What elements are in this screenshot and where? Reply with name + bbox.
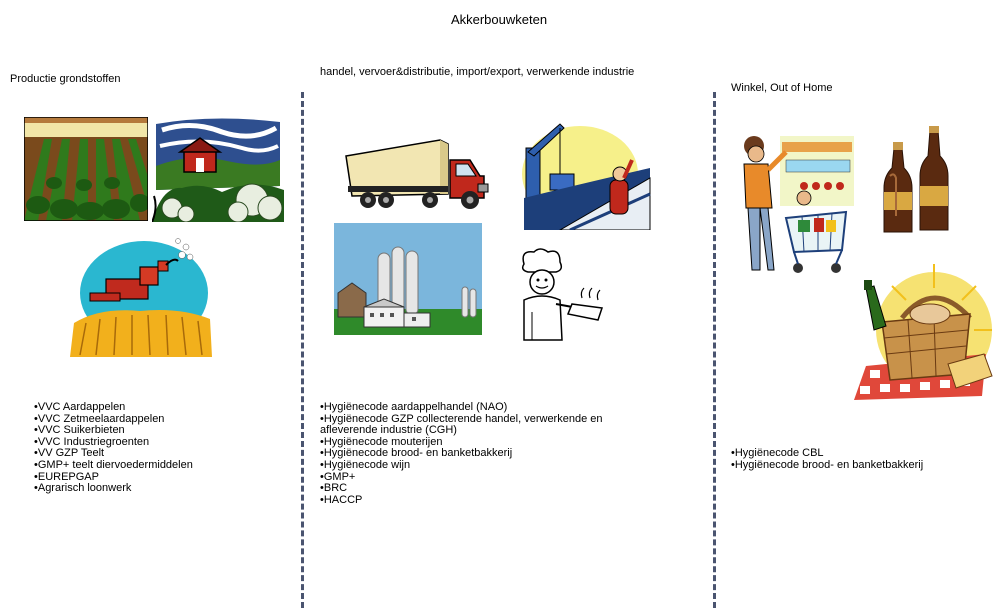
trade-standards-list: •Hygiënecode aardappelhandel (NAO) •Hygi… — [320, 401, 603, 506]
diagram-title: Akkerbouwketen — [450, 12, 548, 27]
retail-standards-list: •Hygiënecode CBL •Hygiënecode brood- en … — [731, 447, 924, 471]
column-divider-left — [301, 92, 304, 608]
beer-bottles-icon — [882, 126, 952, 238]
crop-field-icon — [24, 117, 148, 221]
production-standards-list: •VVC Aardappelen •VVC Zetmeelaardappelen… — [34, 401, 193, 495]
list-item: •GMP+ — [320, 470, 356, 483]
list-item: •VVC Industriegroenten — [34, 435, 150, 448]
list-item: •VVC Suikerbieten — [34, 424, 125, 437]
list-item: •HACCP — [320, 493, 363, 506]
column-heading-trade: handel, vervoer&distributie, import/expo… — [320, 66, 635, 78]
list-item: •Agrarisch loonwerk — [34, 482, 132, 495]
list-item: •VV GZP Teelt — [34, 447, 105, 460]
list-item: •Hygiënecode wijn — [320, 458, 411, 471]
farmhouse-icon — [152, 116, 284, 222]
list-item: •EUREPGAP — [34, 470, 99, 483]
column-divider-right — [713, 92, 716, 608]
list-item: •Hygiënecode aardappelhandel (NAO) — [320, 401, 508, 413]
list-item: •Hygiënecode CBL — [731, 447, 824, 459]
factory-silos-icon — [334, 223, 482, 335]
list-item: •Hygiënecode brood- en banketbakkerij — [731, 458, 924, 471]
shopper-cart-icon — [738, 134, 856, 280]
truck-icon — [338, 136, 494, 212]
picnic-basket-icon — [846, 258, 994, 400]
list-item: afleverende industrie (CGH) — [320, 424, 457, 437]
list-item: •VVC Zetmeelaardappelen — [34, 412, 165, 425]
list-item: •GMP+ teelt diervoedermiddelen — [34, 458, 193, 471]
list-item: •Hygiënecode brood- en banketbakkerij — [320, 447, 513, 460]
column-heading-retail: Winkel, Out of Home — [731, 82, 833, 94]
list-item: •Hygiënecode GZP collecterende handel, v… — [320, 412, 603, 425]
list-item: •BRC — [320, 482, 348, 495]
list-item: •Hygiënecode mouterijen — [320, 435, 443, 448]
list-item: •VVC Aardappelen — [34, 401, 126, 413]
cargo-ship-icon — [520, 118, 652, 230]
column-heading-production: Productie grondstoffen — [10, 73, 121, 85]
harvester-icon — [70, 237, 212, 357]
baker-icon — [510, 248, 606, 344]
